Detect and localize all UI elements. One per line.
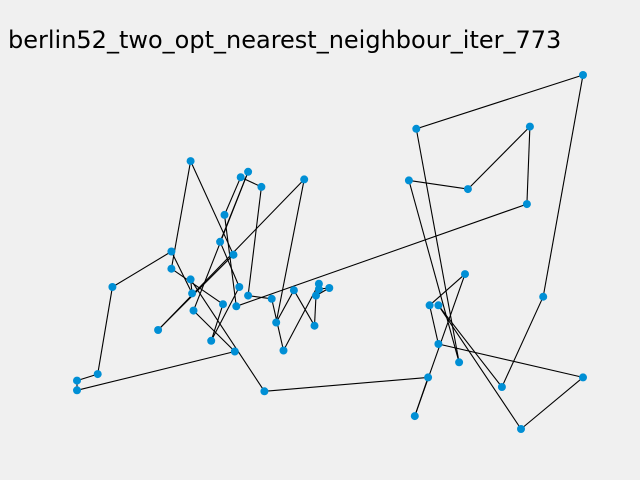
route-segment [193, 310, 236, 352]
route-segment [293, 289, 315, 326]
route-segment [190, 279, 265, 392]
city-point [455, 358, 464, 367]
city-point [267, 294, 276, 303]
city-point [325, 284, 334, 292]
route-segment [247, 186, 262, 296]
route-segment [236, 203, 528, 307]
city-point [289, 286, 298, 295]
city-point [517, 425, 525, 433]
city-point [410, 412, 419, 421]
route-segment [190, 160, 234, 255]
route-segment [526, 126, 531, 205]
city-point [257, 182, 266, 191]
city-point [154, 326, 163, 334]
route-segment [542, 74, 584, 297]
city-point [579, 373, 587, 382]
route-segment [415, 128, 460, 363]
city-point [236, 173, 245, 182]
route-segment [416, 74, 584, 130]
city-point [424, 373, 433, 382]
city-point [461, 270, 469, 279]
city-point [463, 185, 472, 194]
city-point [229, 250, 238, 259]
city-point [260, 387, 269, 396]
city-point [497, 383, 506, 391]
city-point [522, 200, 531, 209]
city-point [310, 321, 319, 330]
city-point [186, 157, 195, 166]
route-segment [467, 126, 531, 190]
city-point [312, 291, 320, 300]
city-point [434, 301, 443, 310]
route-segment [429, 305, 439, 345]
city-point [279, 346, 288, 355]
city-point [235, 283, 244, 291]
route-segment [112, 251, 172, 288]
city-point [314, 285, 323, 294]
city-point [216, 237, 225, 246]
city-point [73, 386, 81, 395]
city-point [272, 318, 281, 327]
route-segment [219, 241, 240, 288]
route-segment [437, 304, 522, 430]
route-segment [76, 350, 235, 391]
city-point [73, 376, 81, 385]
city-point [244, 167, 253, 176]
route-segment [97, 286, 113, 375]
city-point [93, 370, 102, 379]
chart-title: berlin52_two_opt_nearest_neighbour_iter_… [8, 26, 561, 54]
route-segment [313, 295, 317, 326]
route-segment [223, 214, 237, 307]
city-point [207, 336, 216, 345]
route-segment [223, 176, 242, 216]
route-segment [170, 251, 193, 294]
route-segment [408, 179, 468, 190]
route-segment [408, 180, 460, 363]
city-point [232, 302, 241, 311]
city-point [188, 289, 197, 298]
city-point [220, 210, 229, 219]
city-point [539, 292, 548, 301]
route-lines [76, 74, 584, 430]
city-point [108, 283, 117, 291]
city-point [525, 122, 534, 131]
route-segment [275, 179, 305, 323]
city-point [230, 347, 239, 356]
city-point [167, 247, 176, 256]
city-point [404, 176, 413, 185]
city-point [300, 175, 309, 184]
city-point [425, 301, 434, 310]
city-point [412, 124, 421, 133]
route-segment [275, 289, 295, 323]
city-point [579, 71, 587, 79]
route-segment [520, 376, 584, 430]
city-point [167, 264, 176, 273]
city-point [219, 300, 227, 309]
route-segment [429, 273, 466, 306]
city-point [189, 306, 198, 315]
city-points [73, 71, 587, 433]
route-segment [501, 296, 544, 388]
city-point [244, 291, 253, 300]
route-segment [437, 304, 503, 388]
city-point [434, 340, 443, 348]
route-segment [264, 376, 429, 392]
route-segment [438, 343, 584, 378]
city-point [186, 275, 195, 284]
route-segment [210, 286, 240, 342]
route-segment [210, 304, 224, 341]
route-segment [171, 268, 224, 305]
